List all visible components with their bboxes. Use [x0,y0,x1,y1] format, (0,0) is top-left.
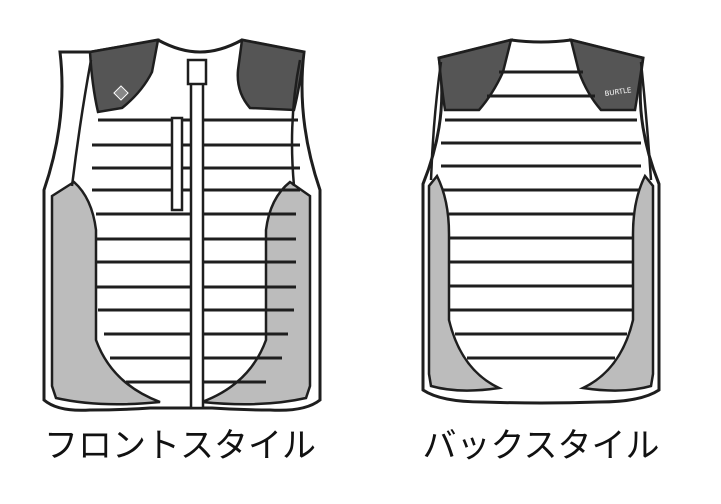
front-chest-pocket [170,116,184,212]
front-zipper [189,70,205,410]
front-left-armhole-piping [70,59,93,187]
back-right-armhole-piping [639,61,653,181]
front-vest-drawing [42,38,322,412]
front-view-panel: フロントスタイル [0,0,360,504]
front-left-shoulder [88,38,160,114]
back-left-armhole-piping [429,61,443,181]
back-view-panel: BURTLE バックスタイル [361,0,721,504]
front-left-side-panel [50,180,161,406]
front-collar-tab [186,58,208,86]
back-right-side-panel [578,173,655,392]
back-vest-drawing: BURTLE [421,38,661,405]
back-brand-logo: BURTLE [604,86,632,98]
front-view-label: フロントスタイル [44,426,316,466]
back-left-shoulder [437,38,513,112]
back-left-side-panel [427,173,504,392]
back-view-label: バックスタイル [422,426,660,466]
front-vest-body [42,38,322,412]
front-emblem-icon [113,85,129,101]
front-right-shoulder [236,38,306,112]
back-quilt-lines [441,70,641,360]
